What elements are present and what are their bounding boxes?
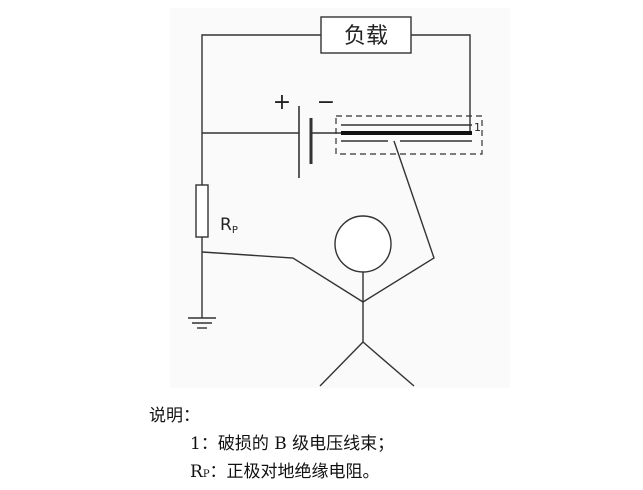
harness-dashed-boundary <box>335 115 483 155</box>
circuit-diagram: 负载 + − 1 RP <box>170 8 510 388</box>
caption-item-harness: 1：破损的 B 级电压线束； <box>190 434 395 454</box>
caption-title: 说明： <box>149 406 200 426</box>
person-left-arm <box>201 251 364 303</box>
diagram-background <box>170 8 510 388</box>
caption-resistor-text: ：正极对地绝缘电阻。 <box>209 462 380 482</box>
caption-resistor-subscript: P <box>202 469 210 480</box>
person-head <box>334 215 392 273</box>
wire-top-left <box>201 34 321 133</box>
harness-marker: 1 <box>474 121 481 134</box>
person-right-leg <box>362 341 415 387</box>
insulation-resistor <box>195 184 209 238</box>
person-right-arm <box>362 140 435 303</box>
caption-item-resistor: RP：正极对地绝缘电阻。 <box>190 459 380 488</box>
caption: 说明： 1：破损的 B 级电压线束； RP：正极对地绝缘电阻。 <box>0 400 643 490</box>
caption-resistor-symbol: R <box>190 462 203 482</box>
load-label: 负载 <box>344 24 388 49</box>
battery-plus-sign: + <box>273 90 291 115</box>
person-left-leg <box>319 341 364 387</box>
resistor-label: RP <box>220 215 238 236</box>
wire-top-right <box>411 34 471 133</box>
battery-minus-sign: − <box>317 90 335 115</box>
